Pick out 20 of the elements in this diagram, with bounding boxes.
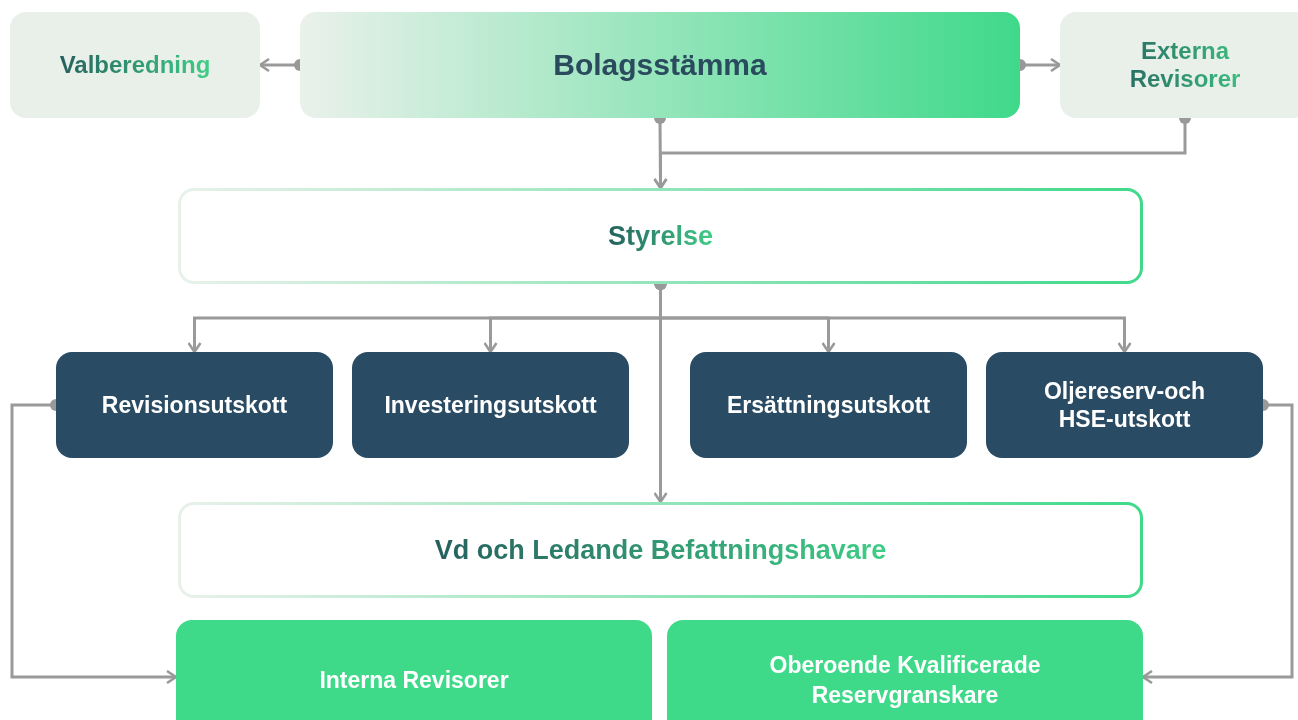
committee-box [690,352,967,458]
body-box [10,12,260,118]
auditor-box [176,620,652,720]
committee-box [352,352,629,458]
box-label: Ersättningsutskott [726,391,931,419]
committee-box [986,352,1263,458]
box-label: Investeringsutskott [384,391,597,419]
auditor-box [667,620,1143,720]
box-label: Revisionsutskott [101,391,288,419]
assembly-box [300,12,1020,118]
box-label: Oljereserv-och HSE-utskott [1042,377,1207,433]
body-box [1060,12,1298,118]
connector-arrow [10,399,178,685]
box-label: Bolagsstämma [553,48,767,82]
organization-box [178,188,1143,284]
organization-box [178,502,1143,598]
box-label: Interna Revisorer [319,666,509,695]
box-label: Oberoende Kvalificerade Reservgranskare [768,651,1042,710]
committee-box [56,352,333,458]
connector-arrow [1141,399,1294,685]
